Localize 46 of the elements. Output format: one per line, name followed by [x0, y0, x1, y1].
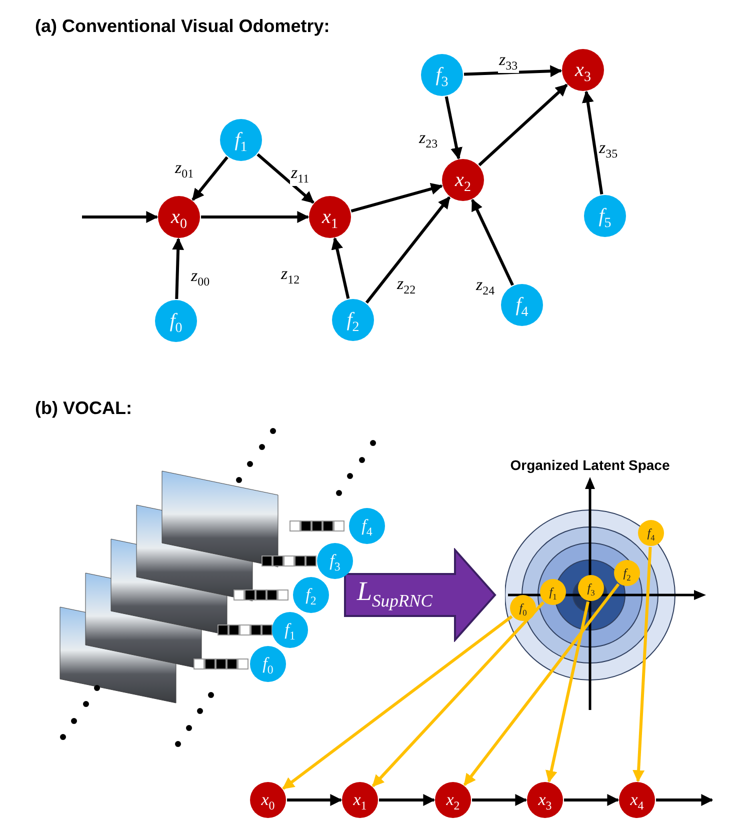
arrow	[564, 794, 620, 806]
arrow	[172, 238, 184, 300]
space-heading: Organized Latent Space	[510, 457, 670, 473]
feature-node: f$_{4}$	[501, 284, 543, 326]
state-node: x$_{2}$	[435, 782, 471, 818]
feature-node: f$_{1}$	[220, 119, 262, 161]
feature-node: f$_{3}$	[421, 54, 463, 96]
feature-node: f$_{0}$	[155, 300, 197, 342]
arrow	[331, 237, 350, 299]
loss-label: L$_{SupRNC}$	[357, 576, 432, 612]
state-node: x$_{0}$	[158, 196, 200, 238]
arrow	[372, 601, 545, 788]
arrow	[82, 211, 158, 223]
feature-node: f$_{4}$	[638, 520, 664, 546]
arrow	[444, 96, 462, 160]
state-node: x$_{2}$	[442, 159, 484, 201]
arrow	[350, 183, 443, 213]
feature-node: f$_{2}$	[332, 299, 374, 341]
arrow	[365, 196, 451, 304]
feature-node: f$_{4}$	[349, 508, 385, 544]
arrow	[472, 794, 528, 806]
feature-node: f$_{1}$	[272, 612, 308, 648]
state-node: x$_{3}$	[562, 49, 604, 91]
state-node: x$_{3}$	[527, 782, 563, 818]
section-heading: (b) VOCAL:	[35, 398, 132, 419]
arrow	[256, 153, 314, 204]
state-node: x$_{1}$	[342, 782, 378, 818]
arrow	[545, 601, 590, 783]
arrow	[656, 794, 714, 806]
state-node: x$_{0}$	[250, 782, 286, 818]
state-node: x$_{4}$	[619, 782, 655, 818]
arrow	[192, 156, 228, 201]
feature-node: f$_{3}$	[317, 543, 353, 579]
feature-node: f$_{2}$	[293, 577, 329, 613]
feature-node: f$_{5}$	[584, 195, 626, 237]
arrow	[478, 84, 568, 166]
state-node: x$_{1}$	[309, 196, 351, 238]
arrow	[471, 198, 514, 286]
arrow	[282, 615, 513, 790]
feature-node: f$_{0}$	[250, 646, 286, 682]
arrow	[379, 794, 436, 806]
arrow	[287, 794, 342, 806]
arrow	[464, 65, 562, 78]
arrow	[201, 211, 310, 223]
arrow	[582, 90, 604, 194]
section-heading: (a) Conventional Visual Odometry:	[35, 16, 330, 37]
